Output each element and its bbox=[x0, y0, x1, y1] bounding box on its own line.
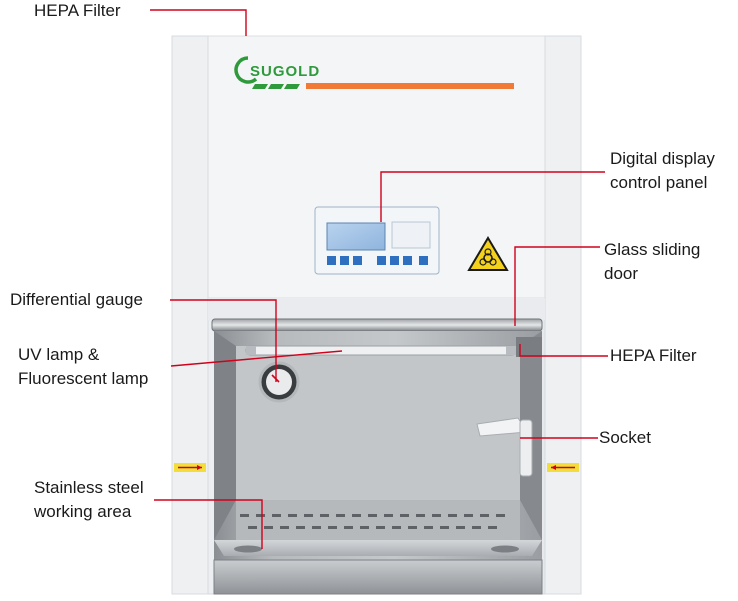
label-line: Digital display bbox=[610, 149, 715, 168]
differential-gauge-icon bbox=[258, 361, 300, 403]
socket-icon bbox=[476, 417, 533, 477]
steel-tray bbox=[213, 559, 543, 595]
panel-button[interactable] bbox=[419, 256, 428, 265]
right-arrow-sticker bbox=[547, 463, 579, 472]
label-differential-gauge: Differential gauge bbox=[10, 290, 143, 309]
panel-button[interactable] bbox=[353, 256, 362, 265]
label-glass-door: Glass sliding door bbox=[604, 238, 700, 286]
label-hepa-filter-side: HEPA Filter bbox=[610, 346, 697, 365]
panel-button[interactable] bbox=[390, 256, 399, 265]
uv-fluorescent-lamp bbox=[245, 345, 517, 356]
label-stainless-steel: Stainless steel working area bbox=[34, 476, 144, 524]
panel-button[interactable] bbox=[377, 256, 386, 265]
lcd-screen bbox=[326, 222, 386, 251]
left-arrow-sticker bbox=[174, 463, 206, 472]
label-socket: Socket bbox=[599, 428, 651, 447]
label-hepa-filter-top: HEPA Filter bbox=[34, 1, 121, 20]
control-panel bbox=[314, 206, 440, 275]
leader-lines bbox=[150, 9, 608, 549]
label-line: UV lamp & bbox=[18, 345, 100, 364]
sash-handle-bar[interactable] bbox=[211, 318, 543, 332]
cabinet-body bbox=[171, 35, 582, 595]
side-hepa-vent bbox=[516, 337, 542, 357]
panel-button[interactable] bbox=[403, 256, 412, 265]
biohazard-warning-icon bbox=[467, 236, 509, 271]
label-digital-display: Digital display control panel bbox=[610, 147, 715, 195]
label-uv-lamp: UV lamp & Fluorescent lamp bbox=[18, 343, 148, 391]
panel-button[interactable] bbox=[340, 256, 349, 265]
brand-accent-stripe bbox=[306, 83, 514, 89]
label-line: Fluorescent lamp bbox=[18, 369, 149, 388]
label-line: door bbox=[604, 264, 639, 283]
label-line: control panel bbox=[610, 173, 708, 192]
label-line: Glass sliding bbox=[604, 240, 701, 259]
logo-text: SUGOLD bbox=[250, 63, 320, 80]
sugold-logo: SUGOLD bbox=[234, 56, 514, 89]
label-line: Stainless steel bbox=[34, 478, 144, 497]
label-line: working area bbox=[34, 502, 132, 521]
work-chamber bbox=[214, 331, 542, 563]
panel-button[interactable] bbox=[327, 256, 336, 265]
